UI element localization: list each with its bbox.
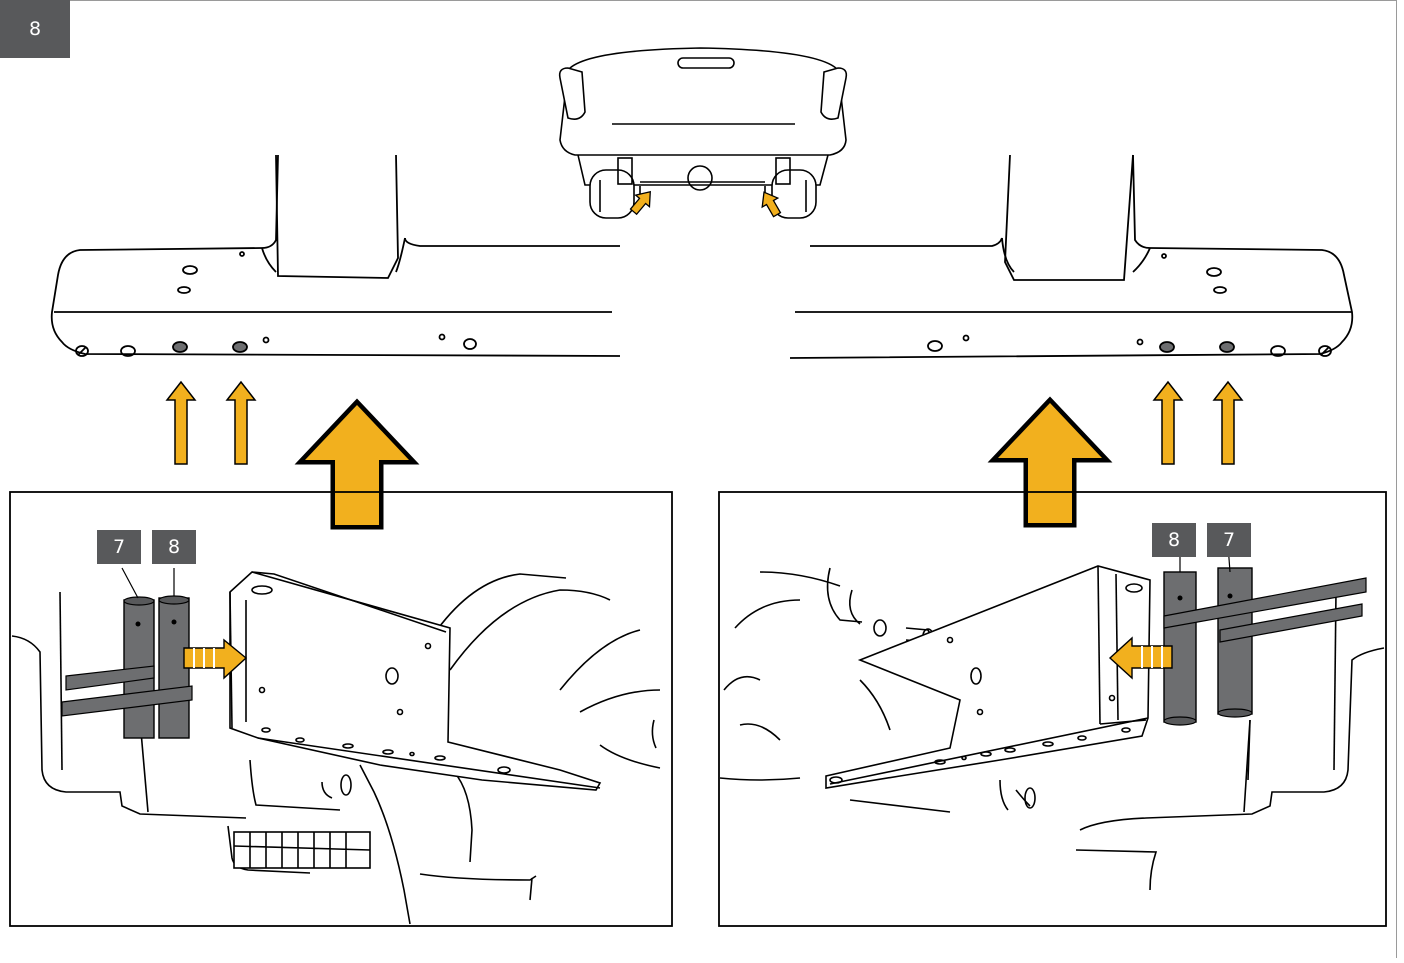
part-label-left-8: 8 bbox=[152, 530, 196, 564]
right-big-up-arrow-icon bbox=[998, 403, 1102, 523]
right-frame-rail bbox=[789, 154, 1354, 359]
step-number-badge: 8 bbox=[0, 0, 70, 58]
vehicle-arrow-right bbox=[761, 191, 782, 218]
left-small-arrow-1 bbox=[166, 381, 196, 465]
part-label-left-7: 7 bbox=[97, 530, 141, 564]
left-arrow-icon bbox=[1108, 636, 1173, 680]
right-detail-panel bbox=[718, 491, 1387, 927]
vehicle-rear-view bbox=[558, 47, 848, 219]
right-arrow-icon bbox=[183, 638, 248, 680]
right-small-arrow-2 bbox=[1213, 381, 1243, 465]
left-big-up-arrow-icon bbox=[305, 405, 409, 525]
vehicle-arrow-left bbox=[629, 190, 651, 216]
left-frame-rail bbox=[50, 154, 621, 357]
part-label-right-8: 8 bbox=[1152, 523, 1196, 557]
left-detail-panel bbox=[9, 491, 673, 927]
part-label-right-7: 7 bbox=[1207, 523, 1251, 557]
left-small-arrow-2 bbox=[226, 381, 256, 465]
right-small-arrow-1 bbox=[1153, 381, 1183, 465]
